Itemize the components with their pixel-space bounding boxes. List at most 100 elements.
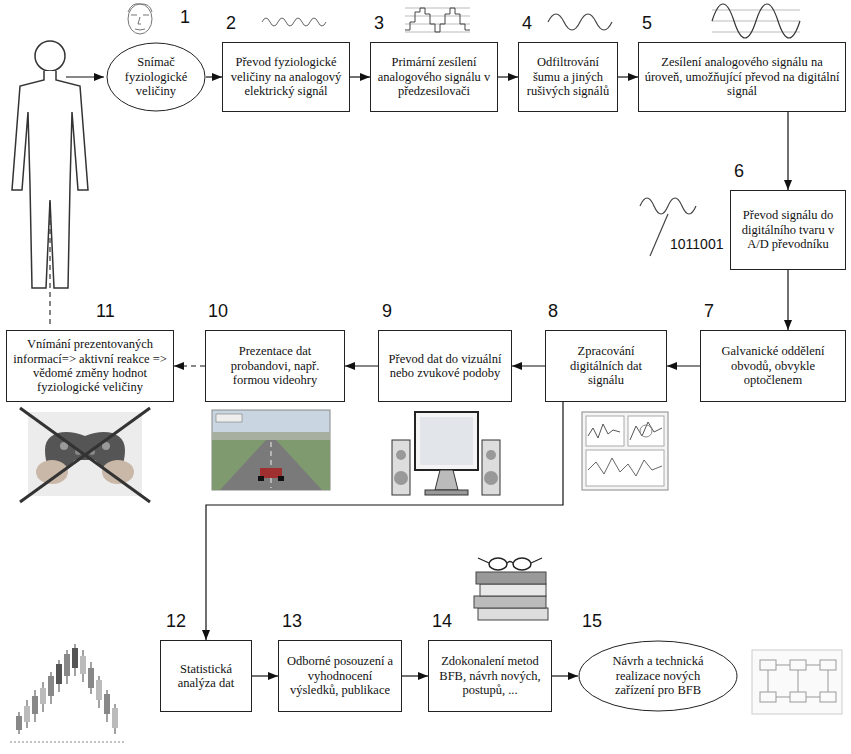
- callout-number: 1: [180, 7, 190, 27]
- flow-arrow: [787, 112, 788, 190]
- flow-arrow: [252, 675, 278, 676]
- flow-arrow: [206, 76, 222, 77]
- box-text: Převod fyziologické veličiny na analogov…: [228, 55, 344, 98]
- sensor-arrow: [66, 76, 104, 77]
- books-and-glasses: [489, 558, 507, 570]
- racing-game-screenshot: [212, 432, 330, 440]
- ad-converter-symbol: [650, 214, 668, 256]
- flow-arrow: [206, 402, 563, 640]
- text-block: Odfiltrování šumu a jiných rušivých sign…: [524, 55, 612, 98]
- text-block: Odborné posouzení a vyhodnocení výsledků…: [284, 654, 396, 697]
- gamepad-photo-crossed: [20, 408, 150, 502]
- flow-arrow: [174, 365, 205, 366]
- weak-signal-icon: [262, 18, 326, 26]
- box-text: Zesílení analogového signálu na úroveň, …: [644, 55, 840, 98]
- racing-game-screenshot: [220, 440, 322, 490]
- candlestick-chart: [64, 654, 70, 676]
- noisy-signal-icon: [405, 8, 470, 32]
- monitor-with-speakers: [420, 417, 473, 465]
- flow-arrow: [498, 76, 518, 77]
- books-and-glasses: [474, 558, 548, 620]
- software-screenshot: [586, 450, 664, 486]
- binary-code: 1011001: [670, 236, 723, 252]
- flow-arrow: [618, 76, 638, 77]
- filtered-signal-icon: [548, 14, 612, 30]
- text-block: Zesílení analogového signálu na úroveň, …: [644, 55, 840, 98]
- text-block: Převod fyziologické veličiny na analogov…: [228, 55, 344, 98]
- process-box: Zesílení analogového signálu na úroveň, …: [638, 42, 846, 112]
- box-text: Prezentace dat probandovi, např. formou …: [211, 344, 339, 387]
- candlestick-chart: [16, 716, 22, 730]
- flow-arrow: [667, 365, 700, 366]
- racing-game-screenshot: [271, 442, 272, 488]
- process-box: Zpracování digitálních dat signálu: [545, 330, 667, 402]
- amplified-signal-icon: [712, 4, 800, 38]
- books-and-glasses: [474, 596, 546, 608]
- person-figure: [35, 41, 65, 71]
- books-and-glasses: [480, 584, 546, 596]
- process-box: Převod signálu do digitálního tvaru v A/…: [730, 190, 846, 270]
- ellipse-outline: [107, 43, 205, 111]
- box-text: Galvanické oddělení obvodů, obvykle opto…: [706, 344, 840, 387]
- callout-number: 3: [374, 13, 384, 33]
- callout-number: 4: [522, 13, 532, 33]
- process-box: Odborné posouzení a vyhodnocení výsledků…: [278, 640, 402, 712]
- monitor-with-speakers: [435, 470, 458, 490]
- weak-signal-icon: [262, 18, 326, 26]
- candlestick-chart: [40, 688, 46, 704]
- box-text: Zdokonalení metod BFB, návrh nových, pos…: [434, 654, 546, 697]
- callout-number: 15: [582, 611, 602, 631]
- monitor-with-speakers: [484, 471, 498, 485]
- box-text: Převod signálu do digitálního tvaru v A/…: [736, 208, 840, 251]
- candlestick-chart: [72, 648, 78, 668]
- process-box: Převod fyziologické veličiny na analogov…: [222, 42, 350, 112]
- box-text: Odfiltrování šumu a jiných rušivých sign…: [524, 55, 612, 98]
- face-sketch: [131, 15, 149, 30]
- process-box: Galvanické oddělení obvodů, obvykle opto…: [700, 330, 846, 402]
- callout-number: 2: [226, 13, 236, 33]
- flow-arrow: [552, 675, 578, 676]
- text-block: Vnímání prezentovaných informací=> aktiv…: [12, 337, 168, 395]
- candlestick-chart: [48, 676, 54, 696]
- process-box: Vnímání prezentovaných informací=> aktiv…: [6, 330, 174, 402]
- ellipse-outline: [579, 641, 737, 711]
- books-and-glasses: [478, 558, 542, 563]
- candlestick-chart: [56, 664, 62, 684]
- candlestick-chart: [104, 694, 110, 714]
- candlestick-chart: [88, 668, 94, 688]
- software-screenshot: [640, 425, 652, 437]
- text-block: Snímač fyziologické veličiny: [120, 55, 192, 98]
- text-block: Zpracování digitálních dat signálu: [551, 344, 661, 387]
- monitor-with-speakers: [396, 450, 406, 460]
- monitor-with-speakers: [486, 450, 496, 460]
- software-screenshot: [588, 458, 662, 476]
- racing-game-screenshot: [258, 476, 264, 481]
- software-screenshot: [628, 416, 664, 446]
- text-block: Galvanické oddělení obvodů, obvykle opto…: [706, 344, 840, 387]
- candlestick-chart: [10, 742, 124, 743]
- text-block: Návrh a technická realizace nových zaříz…: [601, 654, 716, 697]
- flow-arrow: [402, 675, 428, 676]
- circuit-schematic: [820, 660, 836, 670]
- text-block: Primární zesílení analogového signálu v …: [376, 55, 492, 98]
- face-sketch: [128, 4, 152, 34]
- software-screenshot: [582, 412, 668, 490]
- callout-number: 6: [734, 161, 744, 181]
- candlestick-chart: [24, 706, 30, 722]
- racing-game-screenshot: [212, 440, 330, 490]
- racing-game-screenshot: [216, 414, 242, 422]
- callout-number: 10: [208, 301, 228, 321]
- text-block: Zdokonalení metod BFB, návrh nových, pos…: [434, 654, 546, 697]
- candlestick-chart: [32, 696, 38, 714]
- box-text: Odborné posouzení a vyhodnocení výsledků…: [284, 654, 396, 697]
- racing-game-screenshot: [212, 410, 330, 490]
- flow-arrow: [512, 365, 545, 366]
- face-sketch: [128, 4, 152, 12]
- circuit-schematic: [820, 692, 836, 702]
- circuit-schematic: [752, 650, 842, 714]
- person-figure: [12, 71, 88, 288]
- flow-arrow: [787, 270, 788, 330]
- circuit-schematic: [768, 665, 828, 697]
- circuit-schematic: [760, 692, 776, 702]
- circuit-schematic: [760, 660, 776, 670]
